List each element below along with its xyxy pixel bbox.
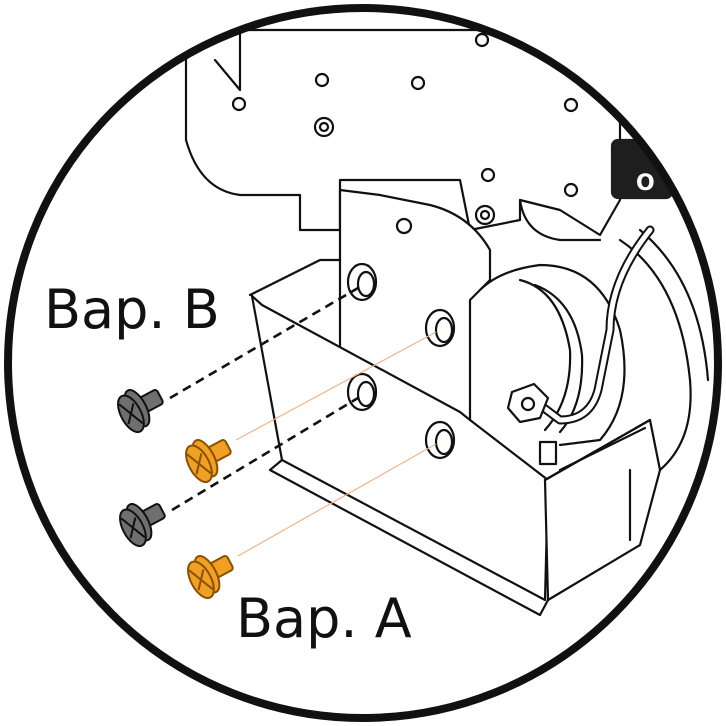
bracket-bottom <box>268 458 550 617</box>
bracket-back-rim <box>248 258 342 297</box>
bracket-top-rim <box>250 294 472 422</box>
bracket-front-face <box>250 294 550 602</box>
guide-lines-b <box>169 286 359 512</box>
label-variant-b: Bap. B <box>44 278 220 341</box>
orange-countersunk-screw-icon <box>180 543 242 604</box>
gray-countersunk-screw-icon <box>110 377 172 438</box>
gray-countersunk-screw-icon <box>112 491 174 552</box>
central-block <box>338 188 492 422</box>
badge-text: O <box>636 171 655 196</box>
nut <box>506 382 550 424</box>
upper-housing-fold <box>213 18 242 92</box>
bracket-holes <box>346 262 456 460</box>
detail-circle-frame <box>4 4 722 722</box>
label-variant-a: Bap. A <box>236 587 412 650</box>
upper-housing <box>184 28 622 237</box>
upper-plate-edge <box>518 198 602 242</box>
motor-flange <box>478 263 626 447</box>
guide-lines-a <box>235 331 437 557</box>
orange-countersunk-screw-icon <box>178 427 240 488</box>
